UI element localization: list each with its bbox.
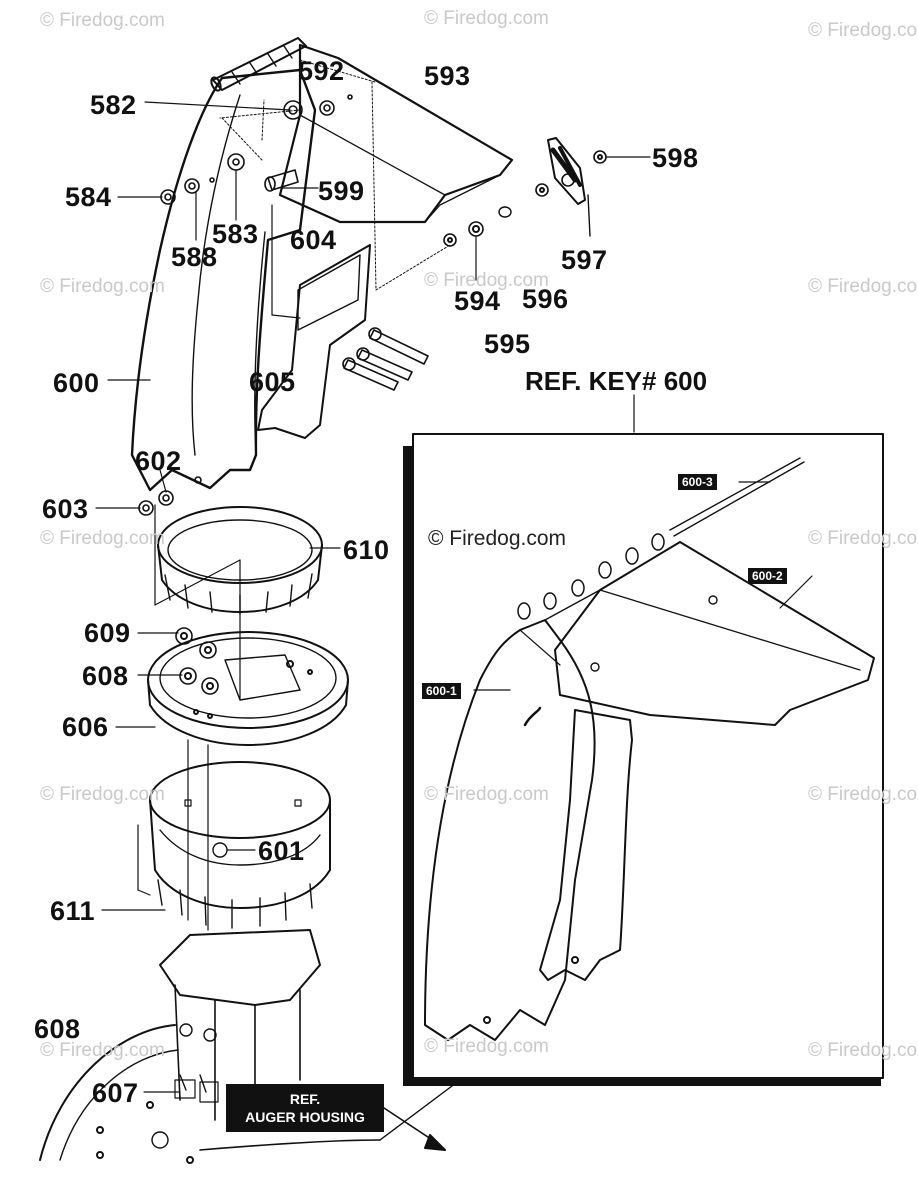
deflector-593 <box>278 43 514 224</box>
callout-600: 600 <box>53 368 100 398</box>
plate-606 <box>147 627 349 746</box>
callout-606: 606 <box>62 712 109 742</box>
watermark: © Firedog.com <box>40 10 165 31</box>
callout-583: 583 <box>212 219 259 249</box>
bracket-604-605 <box>257 204 371 439</box>
inset-frame <box>403 433 884 1086</box>
chute-body-600 <box>130 68 317 492</box>
watermark: © Firedog.com <box>40 1040 165 1061</box>
ring-610 <box>154 504 323 701</box>
callout-596: 596 <box>522 284 569 314</box>
callout-584: 584 <box>65 182 112 212</box>
watermark: © Firedog.com <box>424 8 549 29</box>
ring-611 <box>137 739 331 931</box>
callout-607: 607 <box>92 1078 139 1108</box>
hinge-tube <box>210 37 307 92</box>
watermark: © Firedog.com <box>40 528 165 549</box>
callout-608: 608 <box>34 1014 81 1044</box>
guide-lines <box>219 59 451 291</box>
callout-595: 595 <box>484 329 531 359</box>
watermark: © Firedog.com <box>808 276 918 297</box>
ref-box-line1: REF. <box>289 1091 321 1107</box>
callout-597: 597 <box>561 245 608 275</box>
watermark: © Firedog.com <box>424 270 549 291</box>
callout-609: 609 <box>84 618 131 648</box>
callout-593: 593 <box>424 61 471 91</box>
tag-600-1: 600-1 <box>422 683 461 699</box>
callout-582: 582 <box>90 90 137 120</box>
tag-600-3: 600-3 <box>678 474 717 490</box>
watermark: © Firedog.com <box>808 20 918 41</box>
watermark: © Firedog.com <box>40 276 165 297</box>
inset-chute <box>424 457 875 1041</box>
watermark: © Firedog.com <box>424 784 549 805</box>
ref-auger-housing-box: REF. AUGER HOUSING <box>226 1084 384 1132</box>
callout-603: 603 <box>42 494 89 524</box>
callout-611: 611 <box>50 896 96 926</box>
callout-598: 598 <box>652 143 699 173</box>
callout-610: 610 <box>343 535 390 565</box>
callout-592: 592 <box>298 56 345 86</box>
bolts-595 <box>342 327 429 391</box>
callout-605: 605 <box>249 367 296 397</box>
callout-599: 599 <box>318 176 365 206</box>
watermark: © Firedog.com <box>424 1036 549 1057</box>
auger-housing <box>39 929 461 1164</box>
leader-lines <box>95 101 651 1093</box>
callout-594: 594 <box>454 286 501 316</box>
callout-604: 604 <box>290 225 337 255</box>
inset-watermark: © Firedog.com <box>428 527 567 550</box>
callout-608: 608 <box>82 661 129 691</box>
inset-title: REF. KEY# 600 <box>525 366 708 396</box>
watermark: © Firedog.com <box>808 1040 918 1061</box>
tag-600-2: 600-2 <box>748 568 787 584</box>
callout-588: 588 <box>171 242 218 272</box>
watermark: © Firedog.com <box>808 784 918 805</box>
knob-597 <box>443 137 607 247</box>
ref-box-line2: AUGER HOUSING <box>245 1109 365 1125</box>
callout-602: 602 <box>135 446 182 476</box>
watermark: © Firedog.com <box>40 784 165 805</box>
watermark: © Firedog.com <box>808 528 918 549</box>
callout-601: 601 <box>258 836 305 866</box>
nuts-602-603 <box>138 476 202 516</box>
